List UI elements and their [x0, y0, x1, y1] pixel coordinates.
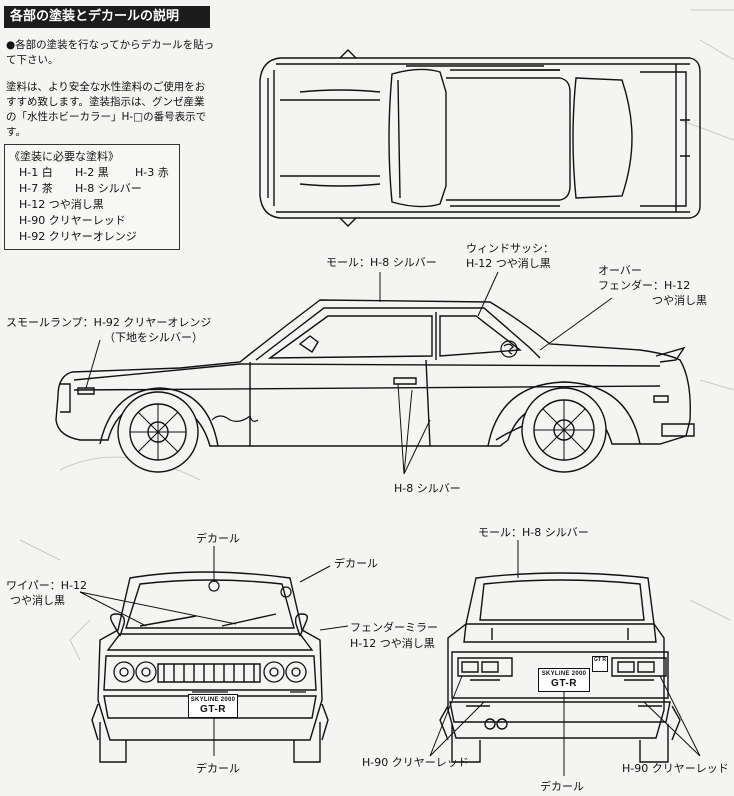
front-view-bumper — [103, 695, 317, 719]
side-view-door-handle — [393, 377, 417, 385]
callout-over-fender: オーバー — [598, 264, 642, 277]
callout-fender-mirror-paint: H-12 つや消し黒 — [350, 637, 435, 650]
paint-item: H-12 つや消し黒 — [19, 198, 104, 211]
background-ghost-lines — [19, 9, 734, 661]
side-view-small-lamp — [77, 387, 95, 395]
front-view-windshield — [125, 579, 295, 629]
front-view-grille — [157, 663, 261, 683]
callout-rear-molding: モール：H-8 シルバー — [478, 526, 589, 539]
rear-exhaust-left — [484, 718, 496, 730]
rear-view-window — [479, 579, 645, 621]
front-view-right-mirror — [294, 613, 309, 637]
rear-license-plate: SKYLINE 2000 GT-R — [538, 668, 590, 692]
front-view-wipers — [139, 613, 277, 627]
leader-lines — [79, 271, 701, 776]
side-view-rear-window — [439, 315, 522, 357]
side-view-window-sash — [255, 307, 541, 361]
paint-item: H-92 クリヤーオレンジ — [19, 230, 137, 243]
required-paints-box: 《塗装に必要な塗料》 H-1 白 H-2 黒 H-3 赤 H-7 茶 H-8 シ… — [4, 144, 180, 250]
intro-line: す。 — [6, 126, 26, 138]
callout-rear-red-right: H-90 クリヤーレッド — [622, 762, 729, 775]
top-view-rear-window — [572, 77, 633, 199]
c-pillar-emblem — [500, 340, 518, 358]
side-view-wheels — [117, 387, 607, 473]
callout-front-decal-right: デカール — [334, 557, 378, 570]
front-view-left-mirror — [109, 613, 126, 637]
intro-text: ●各部の塗装を行なってからデカールを貼っ て下さい。 塗料は、より安全な水性塗料… — [6, 38, 216, 152]
front-windshield-decal — [208, 580, 220, 592]
rear-gtr-badge: GT R — [592, 656, 608, 672]
callout-side-molding: モール：H-8 シルバー — [326, 256, 437, 269]
paint-item: H-7 茶 — [19, 182, 53, 195]
paint-item: H-8 シルバー — [75, 182, 142, 195]
rear-exhaust-right — [496, 718, 508, 730]
skyline-script-emblem — [211, 414, 259, 422]
paint-item: H-1 白 — [19, 166, 53, 179]
section-title: 各部の塗装とデカールの説明 — [4, 6, 210, 28]
intro-line: すすめ致します。塗装指示は、グンゼ産業 — [6, 96, 205, 108]
side-view-front-window — [267, 315, 433, 359]
callout-small-lamp-note: （下地をシルバー） — [104, 331, 203, 344]
top-view-car — [259, 49, 701, 227]
required-paints-title: 《塗装に必要な塗料》 — [9, 150, 119, 163]
rear-view-left-taillight — [457, 657, 513, 677]
rear-view-right-taillight — [611, 657, 667, 677]
front-license-plate: SKYLINE 2000 GT-R — [188, 694, 238, 718]
paint-item: H-90 クリヤーレッド — [19, 214, 126, 227]
callout-fender-mirror: フェンダーミラー — [350, 621, 438, 634]
front-view-car — [91, 571, 329, 763]
side-view-badges — [211, 340, 518, 422]
callout-window-sash-paint: H-12 つや消し黒 — [466, 257, 551, 270]
callout-front-decal-bottom: デカール — [196, 762, 240, 775]
front-plate-large-text: GT-R — [200, 704, 226, 715]
intro-line: 塗料は、より安全な水性塗料のご使用をお — [6, 81, 206, 93]
rear-view-bumper — [449, 701, 671, 723]
rear-plate-large-text: GT-R — [551, 678, 577, 689]
intro-line: ●各部の塗装を行なってからデカールを貼っ — [6, 39, 215, 51]
top-view-body-outline — [259, 57, 701, 219]
rear-view-spoiler — [463, 623, 657, 643]
callout-over-fender-finish: つや消し黒 — [652, 294, 707, 307]
intro-line: て下さい。 — [6, 54, 59, 66]
front-plate-small-text: SKYLINE 2000 — [190, 697, 236, 703]
rear-view-body-outline — [447, 572, 665, 739]
callout-side-silver: H-8 シルバー — [394, 482, 461, 495]
front-view-headlights — [113, 661, 307, 683]
callout-rear-red-left: H-90 クリヤーレッド — [362, 756, 469, 769]
callout-over-fender-paint: フェンダー：H-12 — [598, 279, 691, 292]
paint-item: H-2 黒 — [75, 166, 109, 179]
callout-front-decal-top: デカール — [196, 532, 240, 545]
intro-line: の「水性ホビーカラー」H-□の番号表示で — [6, 111, 207, 123]
rear-plate-small-text: SKYLINE 2000 — [541, 671, 587, 677]
callout-wiper: ワイパー：H-12 — [6, 579, 88, 592]
callout-small-lamp: スモールランプ：H-92 クリヤーオレンジ — [6, 316, 212, 329]
callout-rear-decal-bottom: デカール — [540, 780, 584, 793]
front-view-body-outline — [97, 571, 323, 741]
callout-window-sash: ウィンドサッシ： — [466, 242, 554, 255]
paint-item: H-3 赤 — [135, 166, 169, 179]
callout-wiper-paint: つや消し黒 — [10, 594, 65, 607]
rear-view-car — [439, 572, 681, 763]
top-view-windshield — [388, 68, 447, 208]
